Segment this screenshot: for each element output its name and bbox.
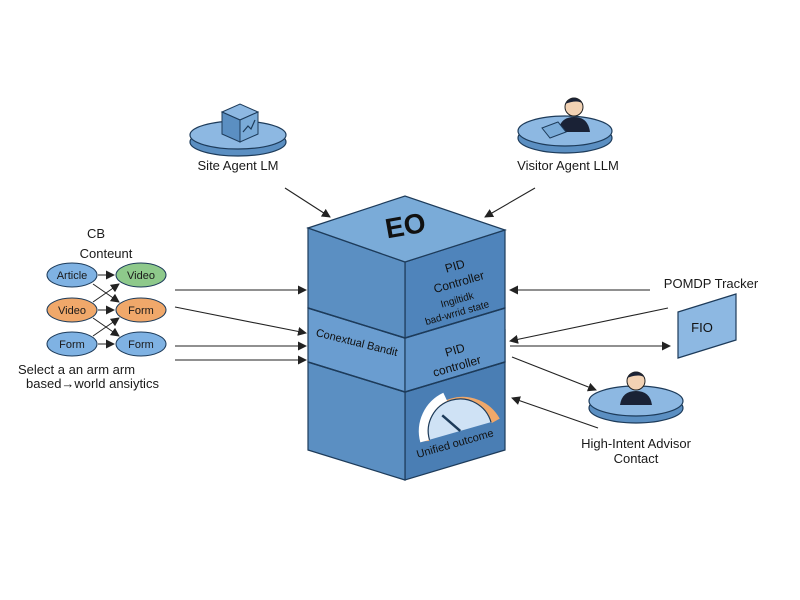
svg-text:Article: Article — [57, 270, 88, 282]
arrow-cb-to-eo-2 — [174, 306, 307, 336]
cb-node-form-orange: Form — [115, 297, 167, 323]
pid-label-top: PID — [443, 257, 466, 276]
eo-top-face — [306, 195, 507, 263]
arrow-advisor-to-eo — [511, 396, 599, 429]
eo-block-stack: EO PID Controller Ingiltidk bad-wrrid st… — [306, 195, 507, 481]
pid-label-mid: PID — [443, 341, 466, 360]
visitor-agent-node — [517, 97, 613, 154]
arrow-pomdp-to-eo-2 — [509, 307, 669, 344]
pomdp-panel: FIO — [677, 293, 737, 359]
pomdp-label: POMDP Tracker — [663, 276, 759, 291]
user-avatar-icon — [620, 371, 652, 405]
cb-node-article: Article — [46, 262, 98, 288]
advisor-label-line2: Contact — [613, 451, 659, 466]
cb-node-form-blue-right: Form — [115, 331, 167, 357]
cb-node-video-orange: Video — [46, 297, 98, 323]
flow-arrows — [174, 187, 671, 429]
pomdp-panel-text: FIO — [691, 320, 713, 335]
cb-title: CB — [86, 226, 106, 241]
cube-chart-icon — [220, 103, 260, 143]
visitor-agent-label: Visitor Agent LLM — [517, 158, 619, 173]
cb-subtitle: Conteunt — [79, 246, 133, 261]
site-agent-node — [189, 103, 287, 157]
cb-caption-line2: based→world ansiytics — [26, 376, 159, 391]
arrow-site-to-eo — [284, 187, 331, 218]
advisor-label-line1: High-Intent Advisor — [581, 436, 691, 451]
user-laptop-icon — [541, 97, 590, 139]
arrow-eo-to-advisor — [511, 356, 597, 392]
advisor-node — [588, 371, 684, 424]
site-agent-label: Site Agent LM — [197, 158, 279, 173]
cb-caption-line1: Select a an arm arm — [18, 362, 136, 377]
arrow-visitor-to-eo — [484, 187, 536, 218]
svg-text:Form: Form — [59, 339, 85, 351]
eo-title: EO — [383, 207, 428, 245]
cb-node-form-blue-left: Form — [46, 331, 98, 357]
gauge-icon — [418, 392, 500, 443]
svg-text:Video: Video — [127, 270, 155, 282]
svg-text:Video: Video — [58, 305, 86, 317]
cb-content-graph: Article Video Video Form Form Form — [46, 262, 167, 357]
cb-node-video-green: Video — [115, 262, 167, 288]
svg-text:Form: Form — [128, 339, 154, 351]
svg-text:Form: Form — [128, 305, 154, 317]
